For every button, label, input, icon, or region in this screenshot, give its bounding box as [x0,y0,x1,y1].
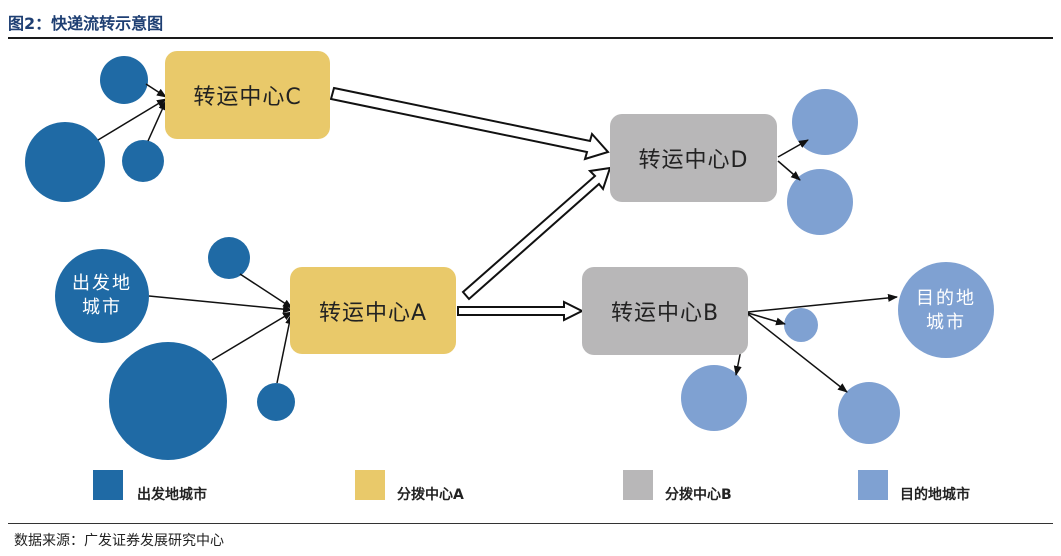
bottom-rule [8,523,1053,524]
legend-swatch-hub-b [623,470,653,500]
destination-city-circle [898,262,994,358]
block-arrow-a-to-b [457,300,585,322]
destination-circle-3 [784,308,818,342]
block-arrow-a-to-d [461,166,612,301]
arrow-o5-to-a [211,311,293,361]
arrow-o2-to-c [97,98,167,141]
hub-c: 转运中心C [165,51,330,139]
origin-circle-2 [25,122,105,202]
hub-b: 转运中心B [582,267,748,355]
block-arrow-c-to-d [329,86,610,161]
destination-city-label: 目的地 城市 [916,288,976,333]
arrow-b-to-destcity [747,293,898,313]
origin-circle-5 [109,342,227,460]
destination-circle-1 [792,89,858,155]
arrow-ocity-to-a [148,295,293,314]
origin-circle-3 [122,140,164,182]
legend-swatch-origin [93,470,123,500]
arrow-o4-to-a [239,273,293,309]
origin-city-label: 出发地 城市 [72,273,132,318]
origin-circle-1 [100,56,148,104]
legend-label-destination: 目的地城市 [900,487,970,503]
origin-circle-6 [257,383,295,421]
origin-circle-4 [208,237,250,279]
arrow-b-to-dest3 [747,312,786,326]
hub-d: 转运中心D [610,114,777,202]
legend-swatch-destination [858,470,888,500]
hub-a: 转运中心A [290,267,456,354]
destination-circle-4 [681,365,747,431]
arrow-o3-to-c [147,100,167,142]
source-note: 数据来源：广发证券发展研究中心 [14,533,224,549]
arrow-o1-to-c [145,83,167,98]
legend-swatch-hub-a [355,470,385,500]
legend-label-hub-a: 分拨中心A [397,487,464,503]
legend-label-hub-b: 分拨中心B [665,487,732,503]
destination-circle-5 [838,382,900,444]
destination-circle-2 [787,169,853,235]
flow-diagram [25,56,994,460]
top-rule [8,37,1053,39]
legend-label-origin: 出发地城市 [137,487,207,503]
figure-title: 图2：快递流转示意图 [8,14,164,33]
arrow-d-to-dest1 [777,139,809,158]
arrow-d-to-dest2 [777,160,801,181]
arrow-b-to-dest5 [747,313,848,393]
arrow-o6-to-a [276,314,294,384]
origin-city-circle [55,249,149,343]
